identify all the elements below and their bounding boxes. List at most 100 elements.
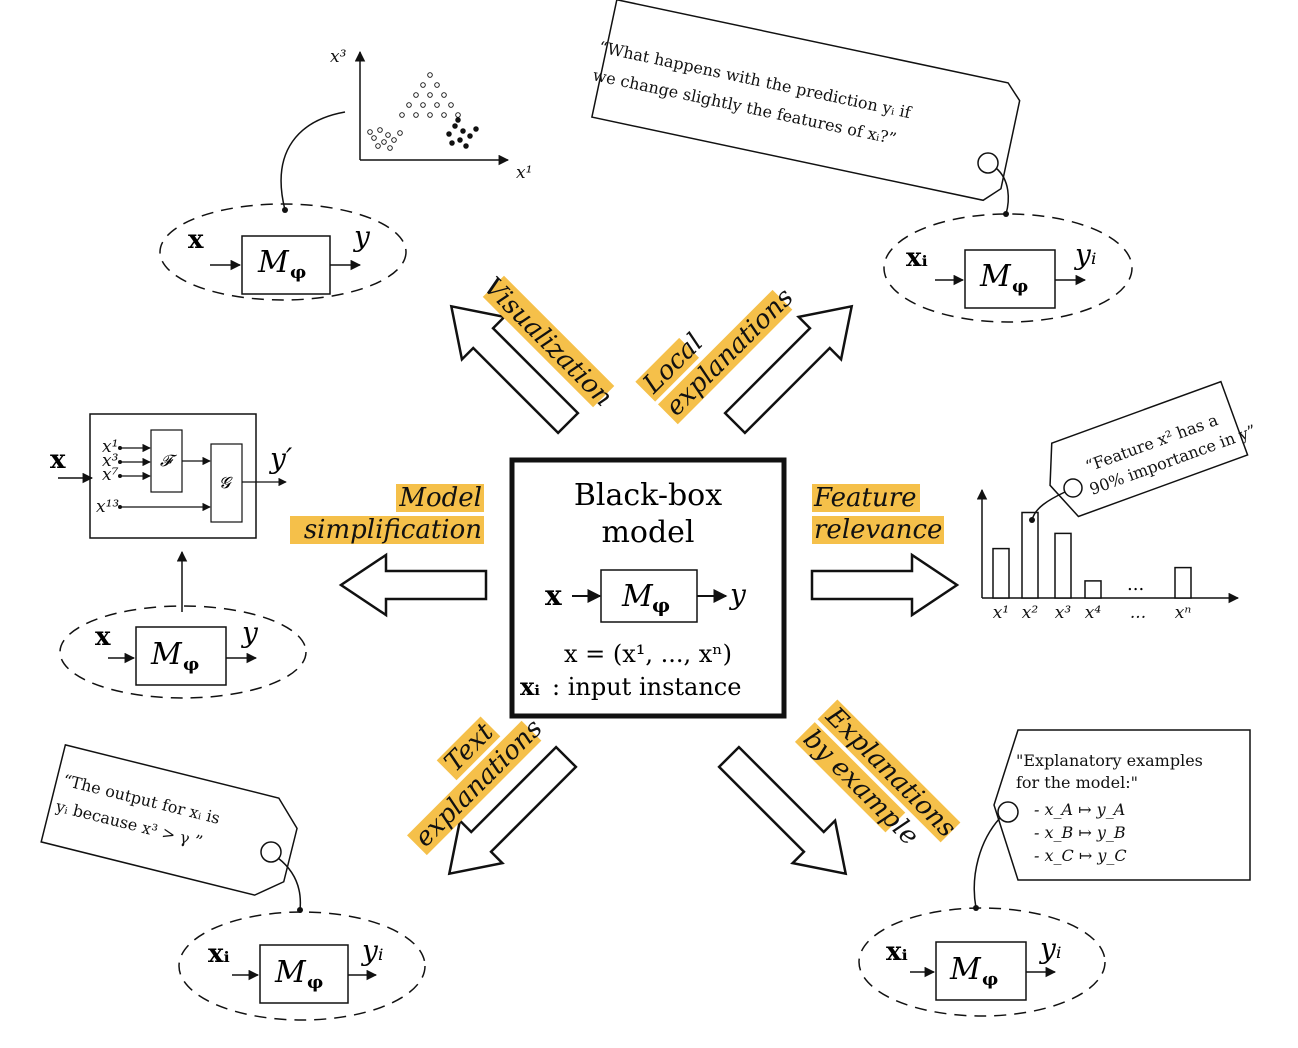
example-note-line1: "Explanatory examples xyxy=(1016,751,1203,770)
scatter-hollow-point xyxy=(441,92,447,98)
scatter-filled-point xyxy=(449,140,455,146)
center-input: x xyxy=(545,579,562,612)
vis-model-label: M xyxy=(257,245,290,280)
bar-0 xyxy=(992,547,1010,599)
example-panel: "Explanatory examples for the model:" - … xyxy=(858,729,1251,1017)
arrow-feature-relevance xyxy=(810,552,960,618)
center-instance-symbol: xᵢ xyxy=(520,672,540,701)
text-note-tag xyxy=(40,743,298,896)
scatter-filled-point xyxy=(452,123,458,129)
vis-model-input: x xyxy=(188,225,204,255)
text-model-input: xᵢ xyxy=(208,939,230,969)
center-title-line2: model xyxy=(601,515,694,550)
block-g-label: 𝓖 xyxy=(219,473,233,492)
bar-ellipsis: ... xyxy=(1127,574,1144,595)
feature-bars xyxy=(992,511,1192,599)
simp-model-sub: φ xyxy=(183,654,199,675)
local-model-output: yᵢ xyxy=(1073,238,1096,271)
arrow-example xyxy=(717,745,848,876)
scatter-filled-point xyxy=(457,137,463,143)
center-title-line1: Black-box xyxy=(574,478,722,513)
scatter-filled-point xyxy=(446,131,452,137)
arrow-text xyxy=(447,745,578,876)
scatter-cluster-point xyxy=(367,129,373,135)
vis-model-sub: φ xyxy=(290,262,306,283)
simp-model-label: M xyxy=(150,637,183,672)
bar-5 xyxy=(1174,566,1192,599)
visualization-panel: x³ x¹ x M φ y xyxy=(159,47,532,301)
text-model-output: yᵢ xyxy=(360,934,383,967)
bar-label-1: x² xyxy=(1022,603,1039,623)
bar-label-0: x¹ xyxy=(993,603,1009,623)
bar-3 xyxy=(1084,580,1102,599)
local-model-sub: φ xyxy=(1012,276,1028,297)
example-note-tag xyxy=(993,729,1251,881)
bar-label-2: x³ xyxy=(1055,603,1072,623)
text-model-sub: φ xyxy=(307,972,323,993)
scatter-filled-point xyxy=(460,128,466,134)
scatter-cluster-point xyxy=(371,135,377,141)
bar-label-5: xⁿ xyxy=(1175,603,1192,623)
scatter-hollow-point xyxy=(434,82,440,88)
scatter-cluster-point xyxy=(391,137,397,143)
scatter-hollow-point xyxy=(413,112,419,118)
svg-text:Model: Model xyxy=(398,483,482,513)
example-note-line2: for the model:" xyxy=(1016,773,1138,792)
center-model-sub: φ xyxy=(652,593,670,617)
local-model-ellipse xyxy=(883,213,1133,323)
label-feature-relevance: Feature relevance xyxy=(812,483,944,545)
bar-2 xyxy=(1054,532,1072,599)
example-model-ellipse xyxy=(858,907,1106,1017)
scatter-cluster-point xyxy=(377,127,383,133)
scatter-cluster-point xyxy=(397,130,403,136)
local-panel: “What happens with the prediction yᵢ if … xyxy=(591,0,1133,323)
bar-1 xyxy=(1021,511,1039,599)
vis-x-axis-label: x¹ xyxy=(516,163,532,183)
example-model-input: xᵢ xyxy=(886,937,908,967)
scatter-filled-point xyxy=(455,117,461,123)
arrow-visualization xyxy=(449,304,580,435)
block-g xyxy=(210,443,243,523)
scatter-hollow-point xyxy=(427,112,433,118)
feature-x7: x⁷ xyxy=(102,465,119,485)
bar-label-4: ... xyxy=(1130,603,1146,623)
scatter-cluster-point xyxy=(375,143,381,149)
text-panel: “The output for xᵢ is yᵢ because x³ > γ … xyxy=(40,743,426,1021)
scatter-filled-point xyxy=(463,143,469,149)
center-black-box: Black-box model x M φ y x = (x¹, ..., xⁿ… xyxy=(509,457,787,719)
simp-model-output: y xyxy=(240,616,259,649)
example-model-sub: φ xyxy=(982,969,998,990)
feature-x1: x¹ xyxy=(102,437,118,457)
scatter-cluster-point xyxy=(385,132,391,138)
scatter-hollow-point xyxy=(420,82,426,88)
simp-model-input: x xyxy=(95,622,111,652)
scatter-filled-point xyxy=(473,126,479,132)
example-item-c: - x_C ↦ y_C xyxy=(1034,846,1127,865)
center-output: y xyxy=(728,578,747,611)
scatter-cluster-point xyxy=(381,139,387,145)
feature-x3: x³ xyxy=(102,451,119,471)
svg-text:Feature: Feature xyxy=(813,483,917,513)
feature-note-tag xyxy=(1049,380,1249,518)
label-model-simplification: Model simplification xyxy=(290,483,484,545)
text-model-label: M xyxy=(274,955,307,990)
scatter-hollow-point xyxy=(413,92,419,98)
vis-scatter-points xyxy=(367,72,479,151)
simp-model-ellipse xyxy=(59,605,307,699)
text-model-ellipse xyxy=(178,911,426,1021)
example-model-output: yᵢ xyxy=(1038,932,1061,965)
block-f xyxy=(150,429,183,493)
center-instance-text: : input instance xyxy=(552,673,741,701)
local-note-tag xyxy=(591,0,1021,202)
scatter-hollow-point xyxy=(427,92,433,98)
scatter-hollow-point xyxy=(441,112,447,118)
scatter-hollow-point xyxy=(434,102,440,108)
vis-model-output: y xyxy=(352,220,371,253)
scatter-hollow-point xyxy=(399,112,405,118)
arrow-local xyxy=(723,304,854,435)
bar-label-3: x⁴ xyxy=(1085,603,1102,623)
center-definition: x = (x¹, ..., xⁿ) xyxy=(564,640,732,668)
scatter-hollow-point xyxy=(427,72,433,78)
scatter-filled-point xyxy=(467,133,473,139)
